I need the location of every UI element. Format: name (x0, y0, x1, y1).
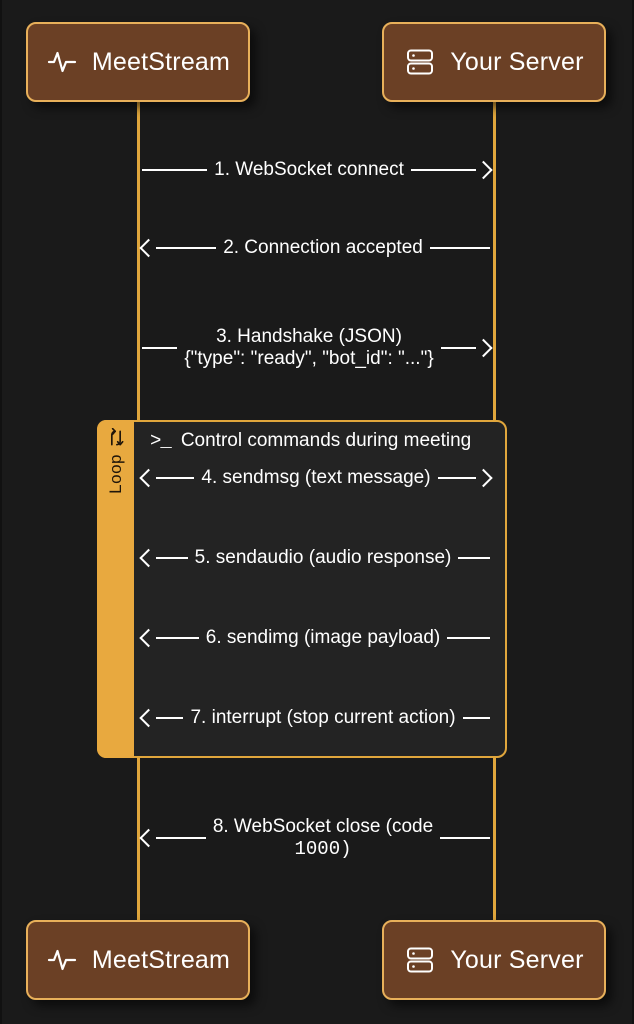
loop-title-row: >_ Control commands during meeting (150, 430, 471, 452)
loop-tab[interactable]: Loop (97, 420, 134, 758)
message-4-arrowhead-left (142, 471, 156, 485)
message-3-label-line-2: {"type": "ready", "bot_id": "..."} (184, 348, 434, 369)
message-1-line-left (142, 169, 208, 171)
message-8-line-left (156, 837, 206, 839)
actor-label-meetstream-bottom: MeetStream (91, 945, 231, 974)
activity-pulse-icon (46, 46, 78, 78)
message-1-line-right (410, 169, 477, 171)
message-4-sendmsg: 4. sendmsg (text message) (142, 458, 490, 498)
message-1-websocket-connect: 1. WebSocket connect (142, 150, 490, 190)
message-8-websocket-close: 8. WebSocket close (code 1000) (142, 808, 490, 868)
message-3-label: 3. Handshake (JSON) {"type": "ready", "b… (177, 326, 440, 371)
message-7-label: 7. interrupt (stop current action) (190, 706, 456, 728)
message-5-line-right (458, 557, 490, 559)
actor-box-your-server-bottom[interactable]: Your Server (382, 920, 606, 1000)
message-4-line-left (156, 477, 195, 479)
message-2-label: 2. Connection accepted (223, 236, 423, 258)
actor-label-your-server-bottom: Your Server (450, 945, 584, 974)
loop-tab-label: Loop (105, 454, 125, 494)
server-stack-icon (404, 46, 436, 78)
actor-label-your-server-top: Your Server (450, 47, 584, 76)
server-stack-icon (404, 944, 436, 976)
message-3-line-left (142, 347, 178, 349)
message-6-sendimg: 6. sendimg (image payload) (142, 618, 490, 658)
message-6-line-right (447, 637, 490, 639)
actor-box-meetstream-bottom[interactable]: MeetStream (26, 920, 250, 1000)
message-2-line-right (429, 247, 491, 249)
message-3-arrowhead-right (476, 341, 490, 355)
message-8-label-line-2: 1000) (294, 838, 352, 860)
message-8-label: 8. WebSocket close (code 1000) (206, 816, 440, 861)
loop-arrows-icon (106, 428, 126, 448)
message-6-arrowhead-left (142, 631, 156, 645)
loop-frame (97, 420, 507, 758)
message-4-label: 4. sendmsg (text message) (201, 466, 431, 488)
message-2-arrowhead-left (142, 241, 156, 255)
message-5-arrowhead-left (142, 551, 156, 565)
message-3-label-line-1: 3. Handshake (JSON) (216, 325, 402, 347)
message-7-interrupt: 7. interrupt (stop current action) (142, 698, 491, 738)
message-5-line-left (156, 557, 188, 559)
actor-box-meetstream-top[interactable]: MeetStream (26, 22, 250, 102)
message-8-line-right (440, 837, 490, 839)
activity-pulse-icon (46, 944, 78, 976)
terminal-prompt-icon: >_ (150, 430, 172, 452)
actor-label-meetstream-top: MeetStream (91, 47, 231, 76)
message-6-label: 6. sendimg (image payload) (205, 626, 441, 648)
message-4-arrowhead-right (476, 471, 490, 485)
message-2-line-left (156, 247, 217, 249)
message-3-handshake-json: 3. Handshake (JSON) {"type": "ready", "b… (142, 318, 490, 378)
message-1-arrowhead-right (476, 163, 490, 177)
message-7-line-left (156, 717, 184, 719)
loop-title-label: Control commands during meeting (180, 430, 472, 451)
message-7-arrowhead-left (142, 711, 156, 725)
message-6-line-left (156, 637, 199, 639)
message-4-line-right (437, 477, 476, 479)
message-1-label: 1. WebSocket connect (214, 158, 404, 180)
message-5-sendaudio: 5. sendaudio (audio response) (142, 538, 490, 578)
message-2-connection-accepted: 2. Connection accepted (142, 228, 491, 268)
message-5-label: 5. sendaudio (audio response) (194, 546, 452, 568)
message-8-label-line-1: 8. WebSocket close (code (212, 815, 434, 837)
message-3-line-right (440, 347, 476, 349)
message-7-line-right (462, 717, 491, 719)
actor-box-your-server-top[interactable]: Your Server (382, 22, 606, 102)
message-8-arrowhead-left (142, 831, 156, 845)
